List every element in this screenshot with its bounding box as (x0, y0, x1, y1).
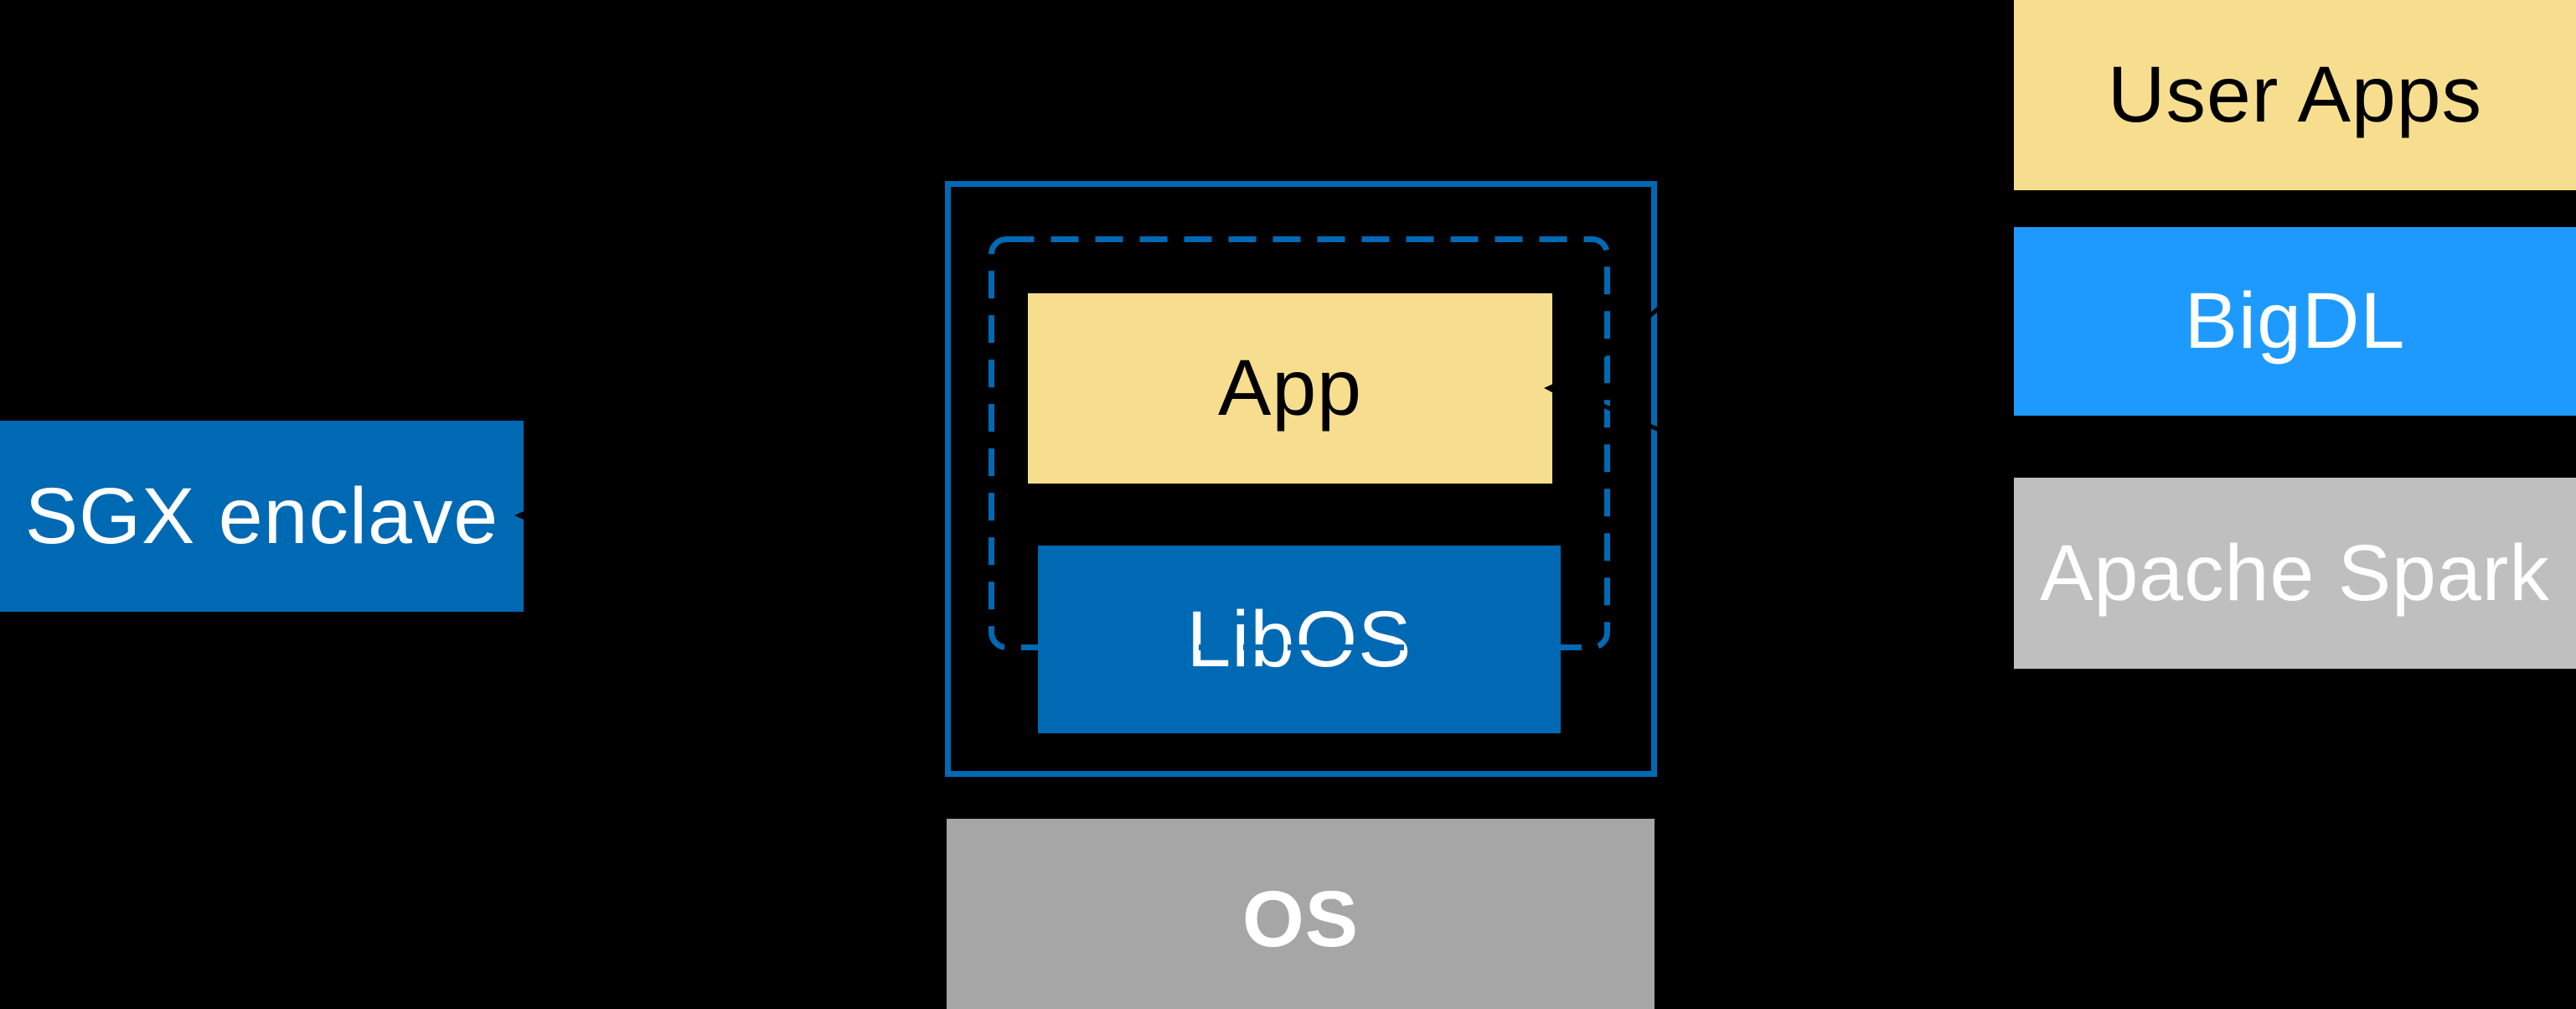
user-apps-node: User Apps (2014, 0, 2576, 190)
app-node: App (1028, 293, 1552, 484)
user-apps-label: User Apps (2107, 50, 2483, 139)
sgx-enclave-node: SGX enclave (0, 421, 524, 612)
arrow-stack-to-app-upper-line (1567, 5, 2014, 387)
arrow-stack-to-app-lower-line (1567, 388, 2013, 585)
app-label: App (1217, 344, 1363, 432)
libos-node: LibOS (1038, 546, 1561, 733)
apache-spark-label: Apache Spark (2040, 528, 2550, 618)
apache-spark-node: Apache Spark (2014, 478, 2576, 669)
bigdl-label: BigDL (2184, 277, 2406, 365)
libos-label: LibOS (1186, 594, 1412, 684)
os-label: OS (1242, 874, 1360, 964)
bigdl-node: BigDL (2014, 227, 2576, 416)
sgx-enclave-label: SGX enclave (24, 471, 499, 561)
os-node: OS (947, 819, 1655, 1009)
